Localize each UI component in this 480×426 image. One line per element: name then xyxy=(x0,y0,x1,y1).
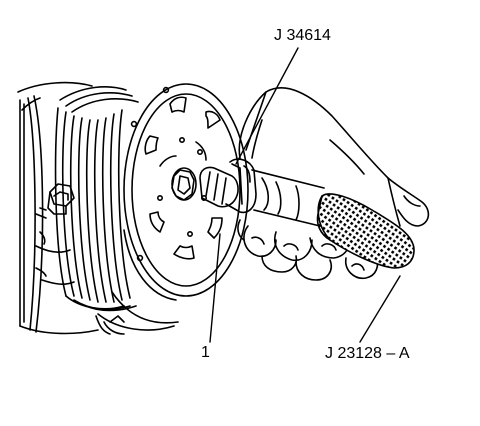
pulley-grooves xyxy=(54,86,139,312)
mounting-bolt xyxy=(35,183,75,219)
clutch-plate xyxy=(95,83,249,335)
callout-j34614: J 34614 xyxy=(274,27,331,44)
compressor-body xyxy=(17,81,99,335)
hub-nut xyxy=(171,167,197,201)
tool-j34614 xyxy=(199,158,325,227)
leader-lines xyxy=(209,47,401,343)
tool-j23128-a xyxy=(316,193,415,269)
callout-item-1: 1 xyxy=(201,344,210,361)
callout-j23128-a: J 23128 – A xyxy=(325,345,410,362)
